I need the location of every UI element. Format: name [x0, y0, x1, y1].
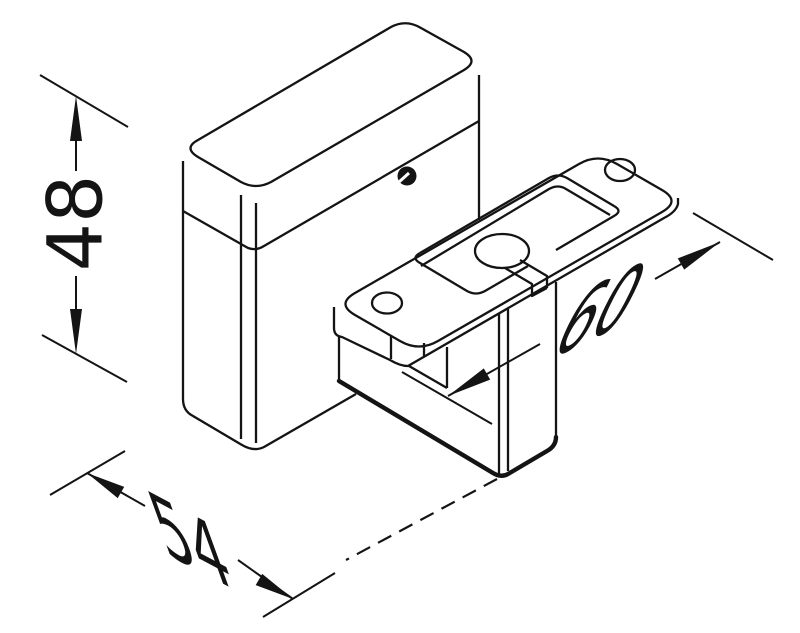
dim-length-arrow-near [448, 368, 491, 396]
arm-bottom-silhouette [332, 198, 680, 368]
arm-top-face [344, 157, 673, 348]
dim-depth-arrow-left [87, 473, 125, 499]
support-step-edge [408, 365, 448, 389]
centerline-dashed [345, 478, 498, 561]
recess-floor-edges [420, 185, 611, 267]
keyway-notch [504, 259, 549, 298]
dim-length-ext-far [692, 212, 774, 261]
dim-length-ext-near [401, 371, 493, 425]
dim-height: 48 [30, 74, 129, 383]
dim-length-arrow-far [677, 242, 720, 270]
dim-height-ext-bottom [41, 334, 128, 383]
screw-dot-highlight [397, 171, 411, 184]
recess-round-hole [473, 232, 531, 270]
wall-plate-left-silhouette [181, 161, 357, 451]
mounting-arm [332, 157, 680, 368]
arm-recess [414, 174, 620, 298]
wall-plate [181, 22, 481, 451]
recess-outline-far [419, 174, 620, 254]
dim-depth-ext-right [262, 572, 336, 618]
wall-plate-top-face [189, 22, 473, 188]
support-gusset [336, 282, 559, 478]
support-bottom-edges [336, 378, 559, 478]
arm-near-hole [370, 291, 404, 315]
arm-far-hole [603, 157, 637, 183]
dim-height-value: 48 [30, 175, 119, 272]
dim-depth-arrow-right [255, 573, 293, 599]
dim-depth-value: 54 [136, 470, 246, 613]
dim-height-arrow-up [70, 96, 82, 141]
recess-outline-near [414, 251, 529, 295]
dim-height-ext-top [39, 74, 129, 128]
dim-depth: 54 [49, 450, 336, 618]
wall-plate-seam-line [182, 120, 480, 251]
dim-height-arrow-down [70, 309, 82, 354]
